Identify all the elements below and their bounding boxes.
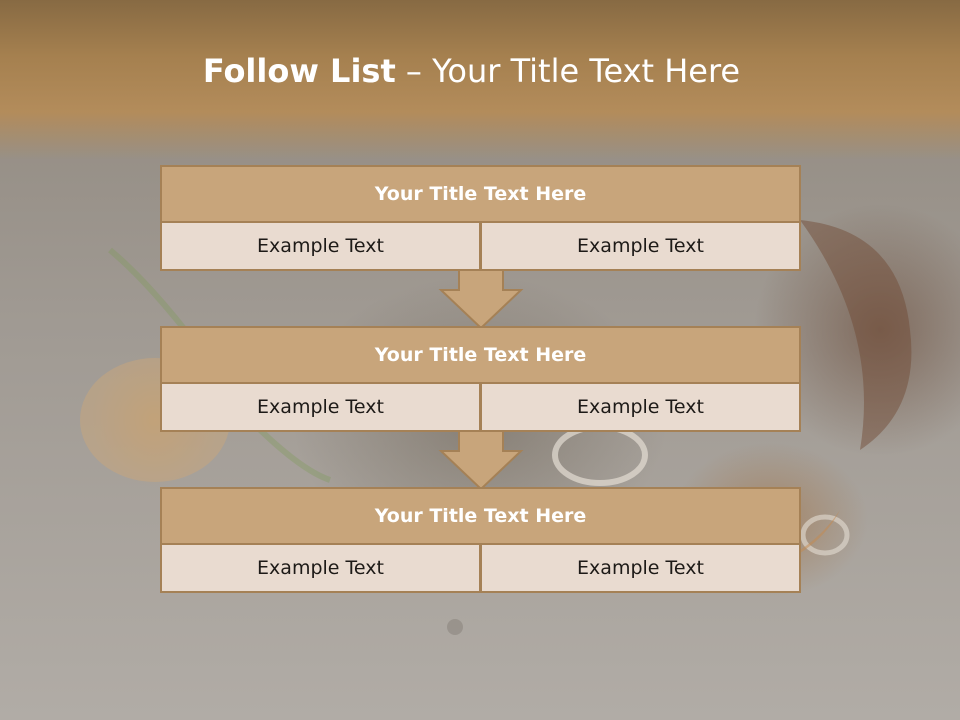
list-block-3: Your Title Text Here Example Text Exampl… (160, 487, 801, 593)
table-spot-shape (447, 619, 463, 635)
down-arrow-icon (438, 270, 524, 330)
block-cell-right: Example Text (480, 221, 801, 271)
down-arrow-icon (438, 431, 524, 491)
block-cell-left: Example Text (160, 221, 481, 271)
slide-title-bold: Follow List (202, 52, 396, 90)
block-cell-right: Example Text (480, 382, 801, 432)
onion-ring-small-shape (800, 514, 850, 556)
onion-ring-shape (552, 424, 648, 486)
block-title: Your Title Text Here (160, 165, 801, 223)
slide-title-rest: – Your Title Text Here (395, 52, 741, 90)
header-band (0, 0, 960, 160)
list-block-1: Your Title Text Here Example Text Exampl… (160, 165, 801, 271)
bread-shape (800, 220, 912, 450)
slide-title: Follow List – Your Title Text Here (0, 52, 943, 90)
list-block-2: Your Title Text Here Example Text Exampl… (160, 326, 801, 432)
block-title: Your Title Text Here (160, 326, 801, 384)
block-title: Your Title Text Here (160, 487, 801, 545)
block-cell-left: Example Text (160, 382, 481, 432)
block-cell-right: Example Text (480, 543, 801, 593)
block-cell-left: Example Text (160, 543, 481, 593)
